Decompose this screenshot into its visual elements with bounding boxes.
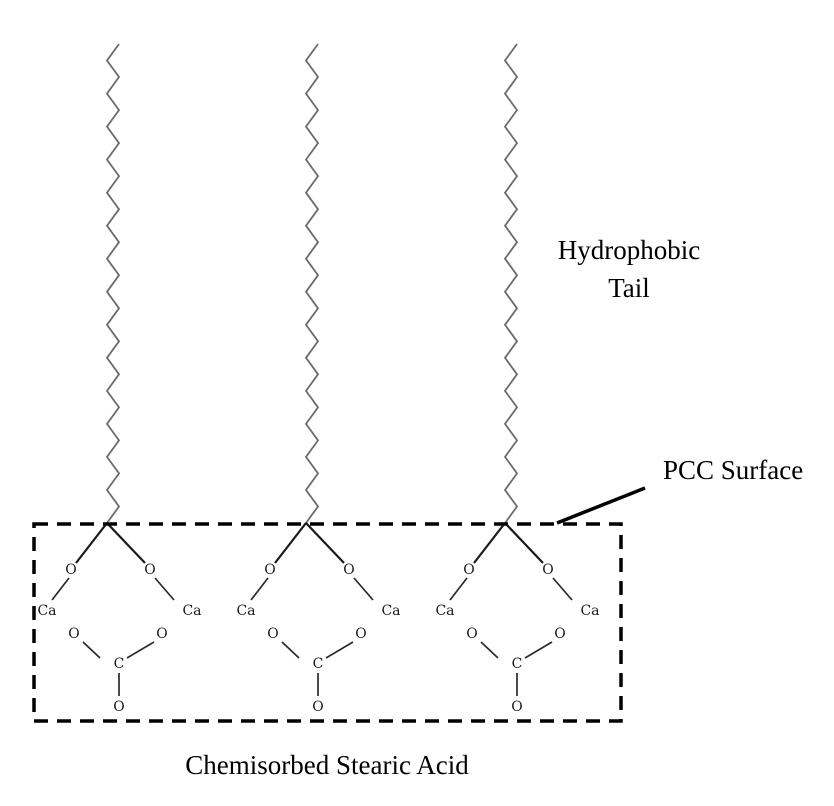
carbonate-bond-left — [82, 641, 101, 659]
tail-label-line1: Hydrophobic — [558, 235, 700, 265]
calcium-atom: Ca — [182, 603, 201, 619]
oxygen-atom: O — [343, 562, 354, 578]
oxygen-atom: O — [554, 626, 565, 642]
oxygen-atom: O — [264, 562, 275, 578]
head-bond-right — [504, 522, 544, 564]
oxygen-atom: O — [463, 562, 474, 578]
oxygen-atom: O — [542, 562, 553, 578]
o-ca-bond-right — [353, 577, 374, 601]
o-ca-bond-left — [51, 577, 70, 601]
calcium-atom: Ca — [236, 603, 255, 619]
hydrophobic-tail — [503, 43, 519, 524]
head-bond-left — [75, 522, 108, 564]
caption: Chemisorbed Stearic Acid — [185, 750, 469, 780]
carbonate-bond-left — [281, 641, 300, 659]
tail-label-line2: Tail — [608, 273, 650, 303]
calcium-atom: Ca — [37, 603, 56, 619]
carbon-atom: C — [512, 656, 523, 672]
o-ca-bond-right — [154, 577, 175, 601]
hydrophobic-tail — [105, 43, 121, 524]
oxygen-atom: O — [65, 562, 76, 578]
oxygen-atom: O — [312, 699, 323, 715]
carbon-atom: C — [313, 656, 324, 672]
surface-pointer-line — [556, 486, 646, 525]
carbonate-bond-right — [524, 641, 553, 659]
oxygen-atom: O — [68, 626, 79, 642]
oxygen-atom: O — [267, 626, 278, 642]
carbonate-bond-left — [480, 641, 499, 659]
calcium-atom: Ca — [580, 603, 599, 619]
carbon-atom: C — [114, 656, 125, 672]
oxygen-atom: O — [511, 699, 522, 715]
calcium-atom: Ca — [381, 603, 400, 619]
oxygen-atom: O — [355, 626, 366, 642]
head-bond-right — [305, 522, 345, 564]
surface-label: PCC Surface — [663, 455, 803, 485]
o-ca-bond-right — [552, 577, 573, 601]
oxygen-atom: O — [144, 562, 155, 578]
carbonate-bond-right — [126, 641, 155, 659]
hydrophobic-tail — [304, 43, 320, 524]
head-bond-left — [473, 522, 506, 564]
carbonate-bond-right — [325, 641, 354, 659]
oxygen-atom: O — [156, 626, 167, 642]
head-bond-left — [274, 522, 307, 564]
oxygen-atom: O — [113, 699, 124, 715]
head-bond-right — [106, 522, 146, 564]
calcium-atom: Ca — [435, 603, 454, 619]
oxygen-atom: O — [466, 626, 477, 642]
o-ca-bond-left — [449, 577, 468, 601]
o-ca-bond-left — [250, 577, 269, 601]
